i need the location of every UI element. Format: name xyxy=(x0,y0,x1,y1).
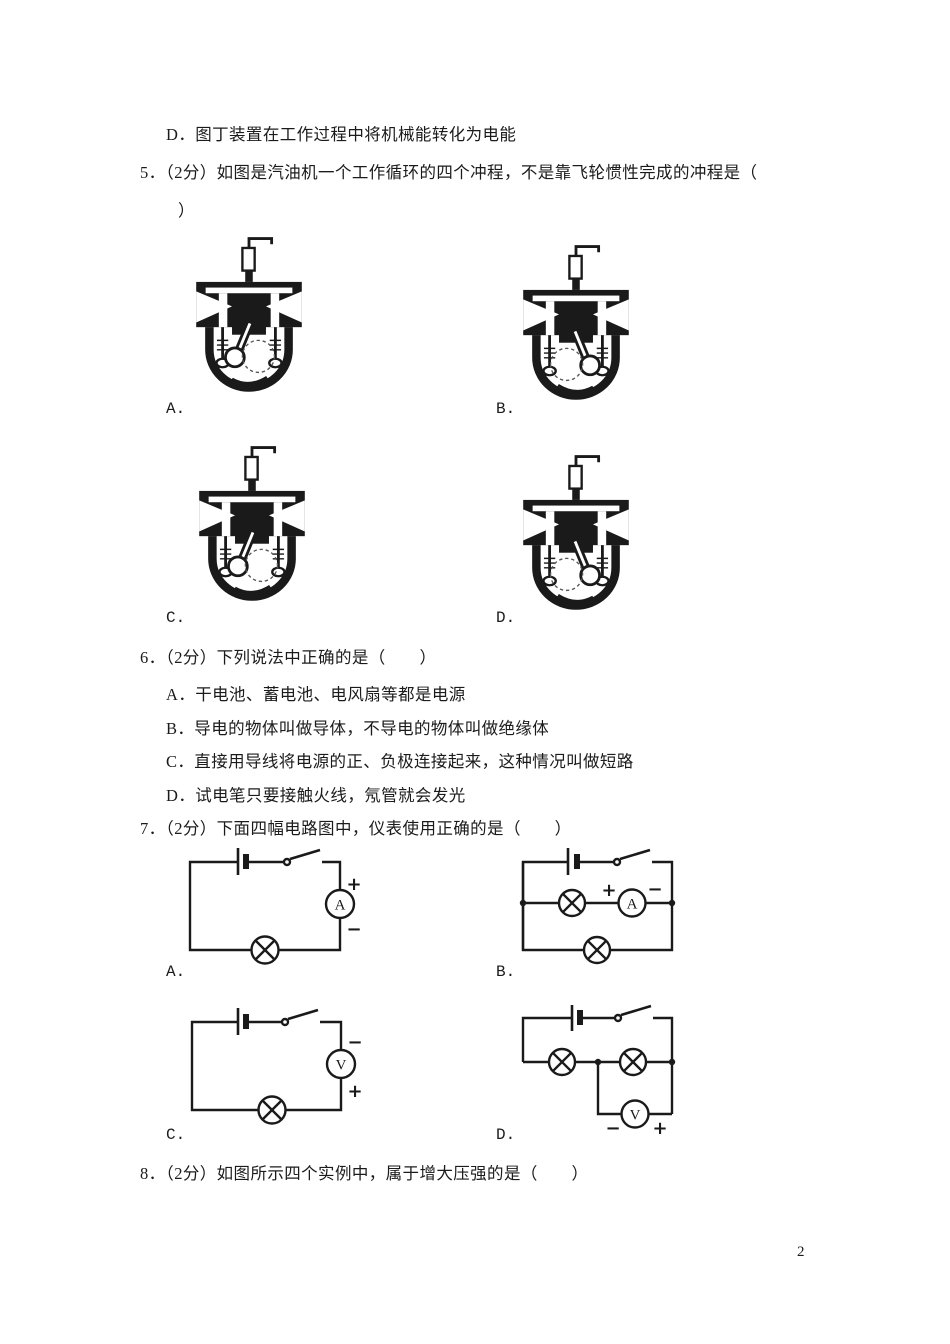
polarity-plus: + xyxy=(652,1118,667,1138)
lamp-icon xyxy=(250,935,280,965)
question-8-stem: 8．（2分）如图所示四个实例中，属于增大压强的是（ ） xyxy=(140,1164,589,1183)
junction-dot xyxy=(519,899,527,907)
lamp-icon xyxy=(557,888,587,918)
question-6-option-d: D．试电笔只要接触火线，氖管就会发光 xyxy=(166,786,466,805)
circuit-diagram-b: A + − xyxy=(519,848,676,965)
question-6-option-b: B．导电的物体叫做导体，不导电的物体叫做绝缘体 xyxy=(166,719,550,738)
switch-icon xyxy=(280,1008,319,1027)
page-number: 2 xyxy=(797,1244,805,1260)
svg-text:A: A xyxy=(335,898,346,914)
voltmeter-icon: V xyxy=(620,1099,650,1129)
polarity-minus: − xyxy=(605,1118,620,1138)
figure-label-c-circuit: C. xyxy=(166,1126,186,1144)
junction-dot xyxy=(668,899,676,907)
question-6-option-a: A．干电池、蓄电池、电风扇等都是电源 xyxy=(166,685,466,704)
voltmeter-icon: V xyxy=(325,1048,357,1080)
ammeter-icon: A xyxy=(617,888,647,918)
svg-text:A: A xyxy=(627,897,638,913)
figure-label-a-engine: A. xyxy=(166,400,186,418)
switch-icon xyxy=(612,848,651,867)
switch-icon xyxy=(613,1004,652,1023)
question-7-stem: 7．（2分）下面四幅电路图中，仪表使用正确的是（ ） xyxy=(140,819,572,838)
switch-icon xyxy=(282,848,321,867)
lamp-icon xyxy=(257,1095,287,1125)
lamp-icon xyxy=(618,1047,648,1077)
ammeter-icon: A xyxy=(324,888,356,920)
lamp-icon xyxy=(582,935,612,965)
battery-icon xyxy=(566,848,580,875)
figure-label-a-circuit: A. xyxy=(166,963,186,981)
figure-label-d-circuit: D. xyxy=(496,1126,516,1144)
circuit-diagram-a: A + − xyxy=(188,848,362,965)
circuit-diagram-c: V − + xyxy=(190,1008,363,1125)
junction-dot xyxy=(668,1058,676,1066)
polarity-plus: + xyxy=(601,880,616,901)
question-6-option-c: C．直接用导线将电源的正、负极连接起来，这种情况叫做短路 xyxy=(166,752,634,771)
battery-icon xyxy=(236,848,249,875)
engine-stroke-figure-a xyxy=(183,231,315,396)
question-6-stem: 6．（2分）下列说法中正确的是（ ） xyxy=(140,648,437,667)
polarity-plus: + xyxy=(347,1081,362,1102)
question-5-stem-close-paren: ） xyxy=(178,201,195,220)
polarity-plus: + xyxy=(346,874,361,895)
figure-label-b-circuit: B. xyxy=(496,963,516,981)
figure-label-b-engine: B. xyxy=(496,400,516,418)
engine-stroke-figure-d xyxy=(510,449,642,614)
polarity-minus: − xyxy=(347,1032,362,1053)
svg-text:V: V xyxy=(630,1108,641,1124)
junction-dot xyxy=(594,1058,602,1066)
figure-label-d-engine: D. xyxy=(496,609,516,627)
polarity-minus: − xyxy=(346,919,361,940)
battery-icon xyxy=(236,1008,249,1035)
prev-question-option-d: D．图丁装置在工作过程中将机械能转化为电能 xyxy=(166,125,517,144)
polarity-minus: − xyxy=(647,879,662,900)
svg-text:V: V xyxy=(336,1058,347,1074)
engine-stroke-figure-b xyxy=(510,239,642,404)
figure-label-c-engine: C. xyxy=(166,609,186,627)
circuit-diagram-d: V − + xyxy=(521,1004,676,1138)
question-5-stem: 5．（2分）如图是汽油机一个工作循环的四个冲程，不是靠飞轮惯性完成的冲程是（ xyxy=(140,163,758,182)
battery-icon xyxy=(570,1005,583,1031)
lamp-icon xyxy=(547,1047,577,1077)
engine-stroke-figure-c xyxy=(186,440,318,605)
